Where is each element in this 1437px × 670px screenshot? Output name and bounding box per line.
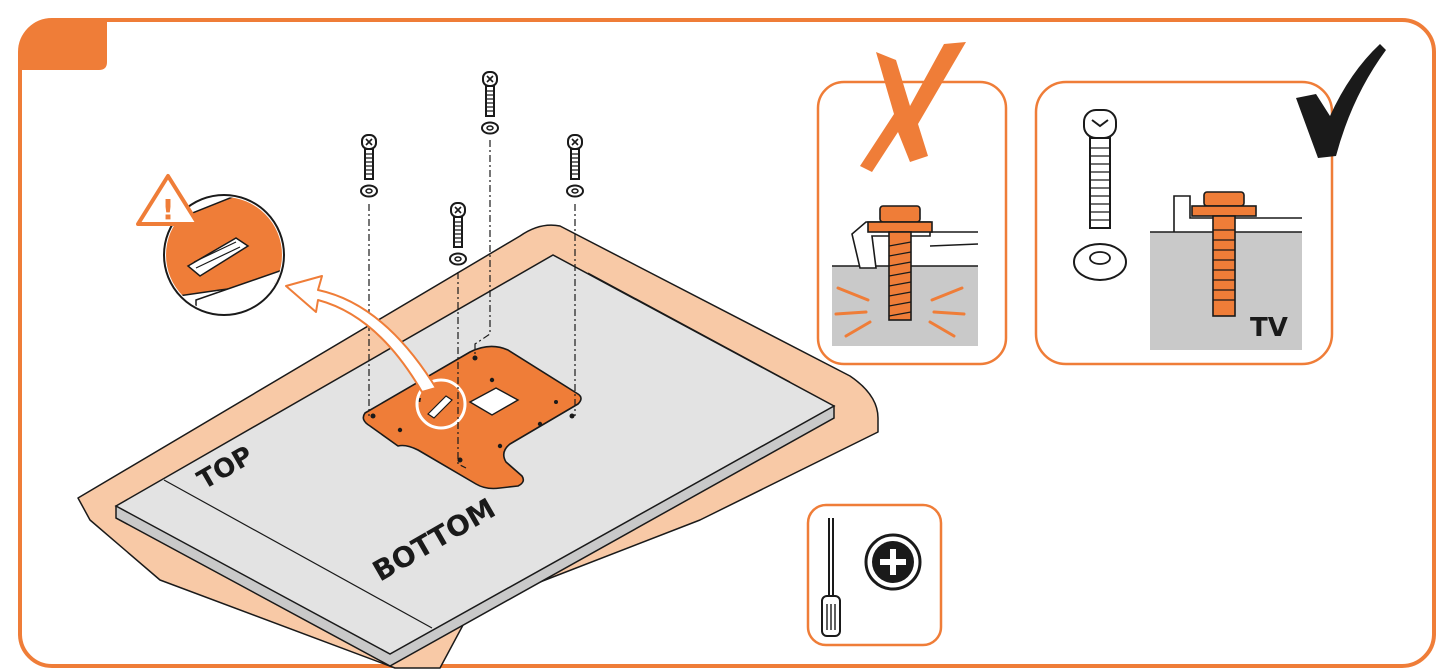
warning-symbol: ! <box>162 193 175 226</box>
tv-depth-label: TV <box>1250 313 1288 343</box>
phillips-head-icon <box>866 535 920 589</box>
step-tab <box>20 20 107 70</box>
tool-panel <box>808 505 941 645</box>
wrong-install-panel <box>818 42 1006 364</box>
